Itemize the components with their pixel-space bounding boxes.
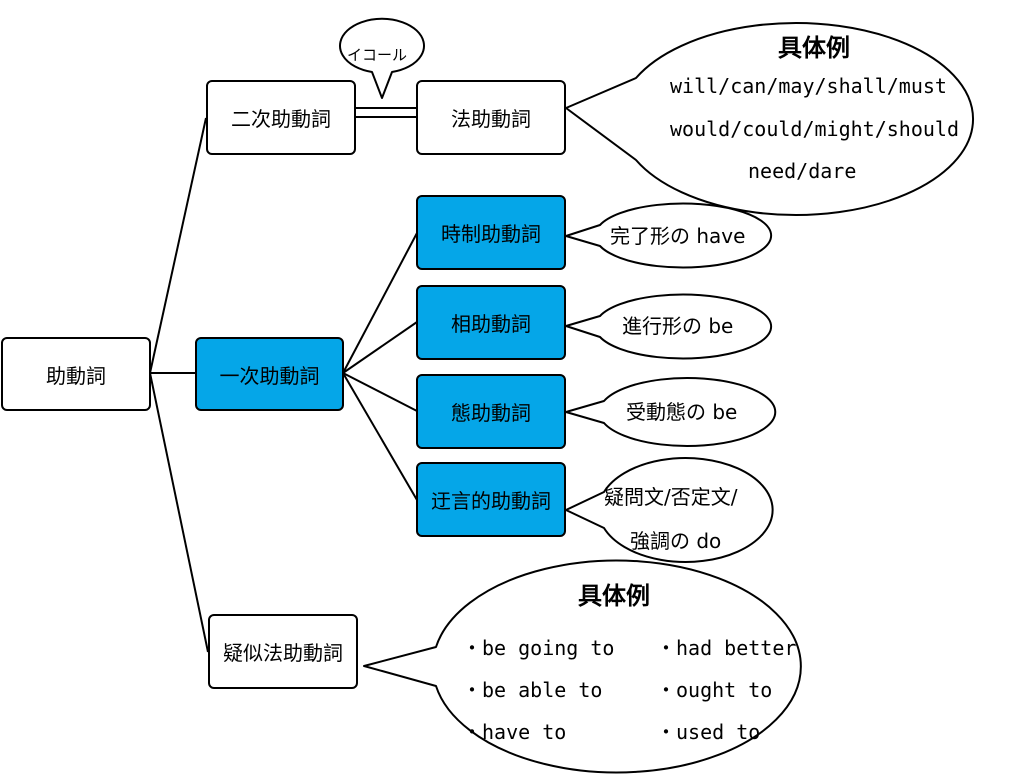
node-modal: 法助動詞 xyxy=(416,80,566,155)
node-quasi-modal: 疑似法助動詞 xyxy=(208,614,358,689)
modal-examples-line-1: will/can/may/shall/must xyxy=(670,74,947,98)
connector-primary-voice xyxy=(342,372,418,412)
connector-primary-aspect xyxy=(342,321,418,374)
equal-label: イコール xyxy=(347,46,408,64)
modal-examples-line-3: need/dare xyxy=(748,159,857,183)
quasi-example-be-going-to: ・be going to xyxy=(462,636,615,660)
quasi-examples-header: 具体例 xyxy=(578,582,650,610)
modal-examples-line-2: would/could/might/should xyxy=(670,117,959,141)
bubble-periphrastic-line-2: 強調の do xyxy=(630,529,722,553)
quasi-example-ought-to: ・ought to xyxy=(656,678,773,702)
node-primary: 一次助動詞 xyxy=(195,337,344,411)
node-voice: 態助動詞 xyxy=(416,374,566,449)
bubble-tense-text: 完了形の have xyxy=(610,224,746,248)
connector-primary-periphrastic xyxy=(342,372,418,501)
bubble-periphrastic-line-1: 疑問文/否定文/ xyxy=(604,485,738,509)
node-periphrastic: 迂言的助動詞 xyxy=(416,462,566,537)
bubble-aspect xyxy=(565,293,773,360)
node-tense: 時制助動詞 xyxy=(416,195,566,270)
connector-primary-tense xyxy=(342,232,418,374)
node-aspect: 相助動詞 xyxy=(416,285,566,360)
connector-root-secondary xyxy=(149,117,207,374)
quasi-example-have-to: ・have to xyxy=(462,720,567,744)
bubble-voice-text: 受動態の be xyxy=(626,400,738,424)
quasi-example-be-able-to: ・be able to xyxy=(462,678,603,702)
bubble-voice xyxy=(565,377,777,447)
bubble-tense xyxy=(565,202,773,269)
node-root: 助動詞 xyxy=(1,337,151,411)
equal-bubble xyxy=(339,17,425,99)
quasi-example-had-better: ・had better xyxy=(656,636,797,660)
node-secondary: 二次助動詞 xyxy=(206,80,356,155)
connector-root-quasi xyxy=(149,372,209,653)
quasi-example-used-to: ・used to xyxy=(656,720,761,744)
bubble-aspect-text: 進行形の be xyxy=(622,314,734,338)
modal-examples-header: 具体例 xyxy=(778,34,850,62)
quasi-examples-bubble xyxy=(363,559,802,774)
bubble-periphrastic xyxy=(565,457,774,563)
